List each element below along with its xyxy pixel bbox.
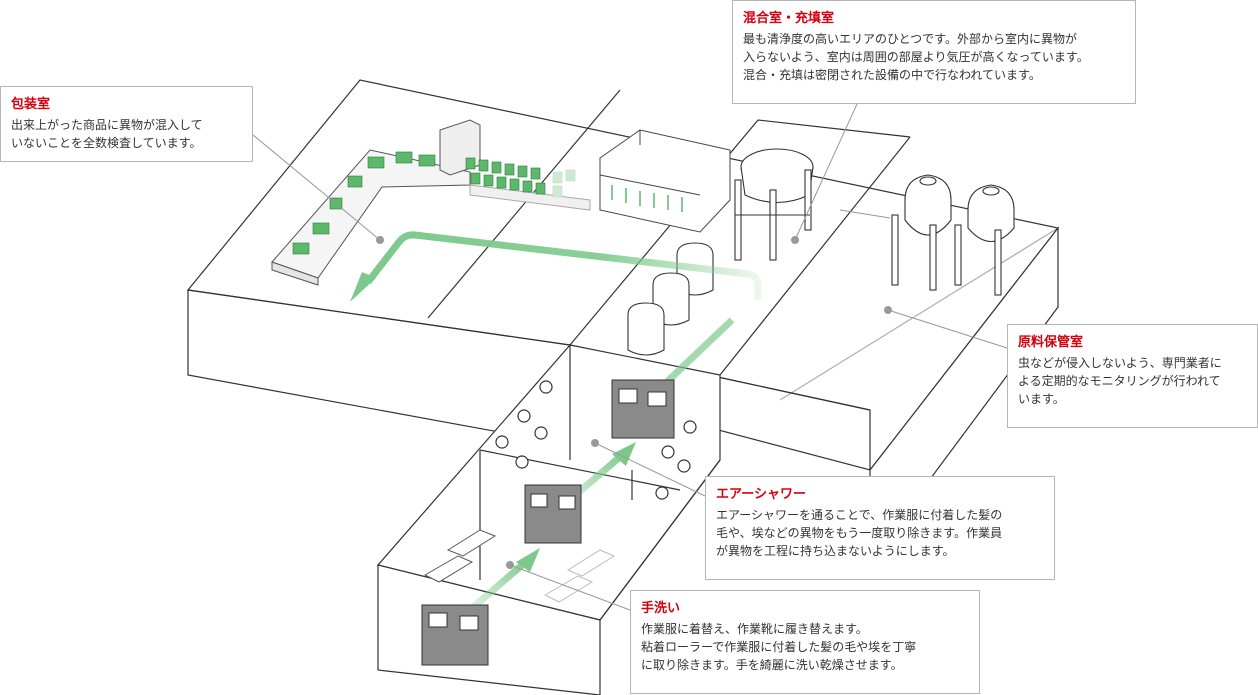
- storage-tanks: [627, 242, 714, 356]
- callout-line: いないことを全数検査しています。: [11, 136, 202, 150]
- callout-line: に取り除きます。手を綺麗に洗い乾燥させます。: [641, 658, 903, 672]
- callout-body: エアーシャワーを通ることで、作業服に付着した髪の 毛や、埃などの異物をもう一度取…: [716, 506, 1044, 560]
- callout-mixing-filling: 混合室・充填室 最も清浄度の高いエリアのひとつです。外部から室内に異物が 入らな…: [732, 0, 1136, 104]
- callout-line: 出来上がった商品に異物が混入して: [11, 118, 203, 132]
- callout-line: います。: [1018, 392, 1065, 406]
- callout-title: 原料保管室: [1018, 335, 1084, 350]
- callout-line: 入らないよう、室内は周囲の部屋より気圧が高くなっています。: [743, 50, 1089, 64]
- callout-line: 虫などが侵入しないよう、専門業者に: [1018, 356, 1222, 370]
- callout-title: 混合室・充填室: [743, 11, 835, 26]
- callout-line: よる定期的なモニタリングが行われて: [1018, 374, 1221, 388]
- callout-air-shower: エアーシャワー エアーシャワーを通ることで、作業服に付着した髪の 毛や、埃などの…: [705, 476, 1055, 580]
- callout-body: 最も清浄度の高いエリアのひとつです。外部から室内に異物が 入らないよう、室内は周…: [743, 30, 1125, 84]
- callout-line: 粘着ローラーで作業服に付着した髪の毛や埃を丁寧: [641, 640, 917, 654]
- air-shower-nozzles: [495, 380, 697, 500]
- callout-line: 混合・充填は密閉された設備の中で行なわれています。: [743, 68, 1041, 82]
- callout-line: 毛や、埃などの異物をもう一度取り除きます。作業員: [716, 526, 1003, 540]
- callout-line: エアーシャワーを通ることで、作業服に付着した髪の: [716, 508, 1003, 522]
- callout-title: 手洗い: [641, 601, 681, 616]
- callout-body: 出来上がった商品に異物が混入して いないことを全数検査しています。: [11, 116, 242, 152]
- leader-lines: [252, 103, 1008, 611]
- raw-material-silos: [891, 174, 1015, 296]
- packaging-line: [271, 119, 591, 286]
- callout-body: 虫などが侵入しないよう、専門業者に よる定期的なモニタリングが行われて います。: [1018, 354, 1247, 408]
- doors: [421, 379, 675, 666]
- callout-line: が異物を工程に持ち込まないようにします。: [716, 544, 955, 558]
- callout-raw-material-storage: 原料保管室 虫などが侵入しないよう、専門業者に よる定期的なモニタリングが行われ…: [1007, 324, 1258, 428]
- mixing-tank: [734, 148, 814, 261]
- callout-line: 作業服に着替え、作業靴に履き替えます。: [641, 622, 868, 636]
- callout-title: 包装室: [11, 97, 51, 112]
- callout-hand-washing: 手洗い 作業服に着替え、作業靴に履き替えます。 粘着ローラーで作業服に付着した髪…: [630, 590, 980, 694]
- callout-body: 作業服に着替え、作業靴に履き替えます。 粘着ローラーで作業服に付着した髪の毛や埃…: [641, 620, 969, 674]
- hand-wash-sinks: [423, 529, 616, 603]
- callout-line: 最も清浄度の高いエリアのひとつです。外部から室内に異物が: [743, 32, 1077, 46]
- filling-machine: [599, 129, 731, 233]
- callout-title: エアーシャワー: [716, 487, 806, 502]
- product-boxes: [292, 151, 546, 255]
- callout-packaging: 包装室 出来上がった商品に異物が混入して いないことを全数検査しています。: [0, 86, 253, 162]
